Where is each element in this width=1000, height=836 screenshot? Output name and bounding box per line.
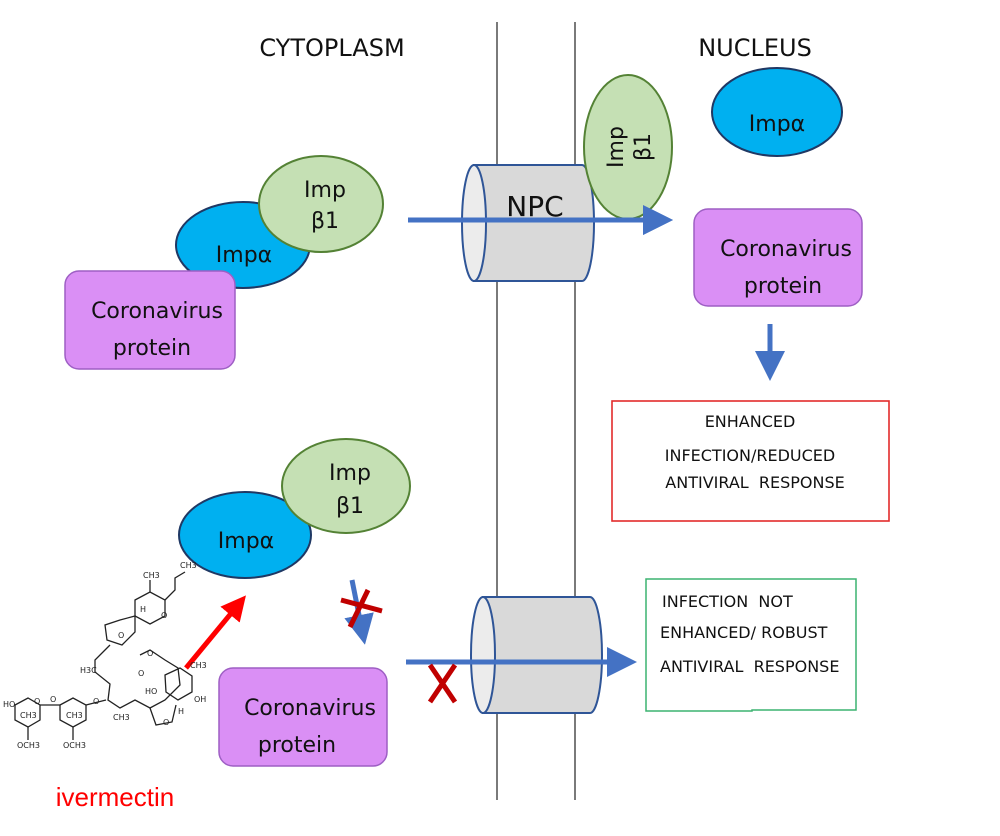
imp-alpha-bottom <box>178 491 312 579</box>
ivermectin-atom-labels: CH3 CH3 H O O O H3C O HO CH3 OH H O CH3 … <box>3 561 207 750</box>
atom-label: O <box>50 695 56 704</box>
atom-label: HO <box>145 687 157 696</box>
atom-label: H <box>140 605 146 614</box>
atom-label: OCH3 <box>17 741 40 750</box>
cytoplasm-label: CYTOPLASM <box>259 34 404 62</box>
imp-alpha-nucleus <box>711 67 843 157</box>
atom-label: H3C <box>80 666 97 675</box>
atom-label: CH3 <box>180 561 197 570</box>
imp-beta-nucleus-label1: Imp <box>604 126 629 168</box>
atom-label: O <box>34 697 40 706</box>
imp-beta-bottom-label1: Imp <box>329 461 371 486</box>
atom-label: O <box>118 631 124 640</box>
imp-beta-top-label1: Imp <box>304 178 346 203</box>
npc-top: NPC <box>461 164 595 282</box>
atom-label: O <box>161 611 167 620</box>
outcome-enhanced-box <box>611 400 890 522</box>
blocked-import-x-icon <box>427 663 458 704</box>
nucleus-label: NUCLEUS <box>698 34 812 62</box>
imp-alpha-top-label: Impα <box>216 243 272 268</box>
atom-label: O <box>93 697 99 706</box>
outcome-enhanced-line3: ANTIVIRAL RESPONSE <box>665 473 844 492</box>
cargo-top <box>64 270 236 370</box>
outcome-robust-line1: INFECTION NOT <box>662 592 793 611</box>
cargo-nucleus-label2: protein <box>744 274 822 299</box>
atom-label: H <box>178 707 184 716</box>
inhibit-x-icon <box>340 588 383 629</box>
atom-label: O <box>138 669 144 678</box>
import-complex-top: Impα Imp β1 Coronavirus protein <box>64 155 384 370</box>
ivermectin-structure <box>14 571 193 740</box>
cargo-bottom-label2: protein <box>258 733 336 758</box>
cargo-bottom-label1: Coronavirus <box>244 696 376 721</box>
imp-alpha-bottom-label: Impα <box>218 529 274 554</box>
outcome-enhanced-line2: INFECTION/REDUCED <box>665 446 835 465</box>
imp-beta-nucleus: Imp β1 <box>583 74 673 220</box>
atom-label: CH3 <box>20 711 37 720</box>
atom-label: O <box>147 649 153 658</box>
imp-beta-bottom-label2: β1 <box>336 494 364 519</box>
ivermectin-label: ivermectin <box>56 782 174 812</box>
cargo-top-label2: protein <box>113 336 191 361</box>
imp-beta-top <box>258 155 384 253</box>
outcome-robust-line3: ANTIVIRAL RESPONSE <box>660 657 839 676</box>
atom-label: HO <box>3 700 15 709</box>
outcome-robust-box <box>645 578 857 712</box>
npc-bottom <box>470 596 603 714</box>
outcome-robust-line2: ENHANCED/ ROBUST <box>660 623 828 642</box>
cargo-nucleus-label1: Coronavirus <box>720 237 852 262</box>
atom-label: OCH3 <box>63 741 86 750</box>
atom-label: CH3 <box>143 571 160 580</box>
imp-beta-bottom <box>281 438 411 534</box>
ivermectin-arrow <box>184 595 246 670</box>
imp-beta-top-label2: β1 <box>311 209 339 234</box>
cargo-nucleus <box>693 208 863 307</box>
atom-label: OH <box>194 695 206 704</box>
imp-beta-nucleus-label2: β1 <box>631 133 656 161</box>
cargo-top-label1: Coronavirus <box>91 299 223 324</box>
atom-label: O <box>163 718 169 727</box>
imp-alpha-nucleus-label: Impα <box>749 112 805 137</box>
cargo-bottom <box>218 667 388 767</box>
atom-label: CH3 <box>113 713 130 722</box>
atom-label: CH3 <box>66 711 83 720</box>
atom-label: CH3 <box>190 661 207 670</box>
outcome-enhanced-line1: ENHANCED <box>705 412 796 431</box>
